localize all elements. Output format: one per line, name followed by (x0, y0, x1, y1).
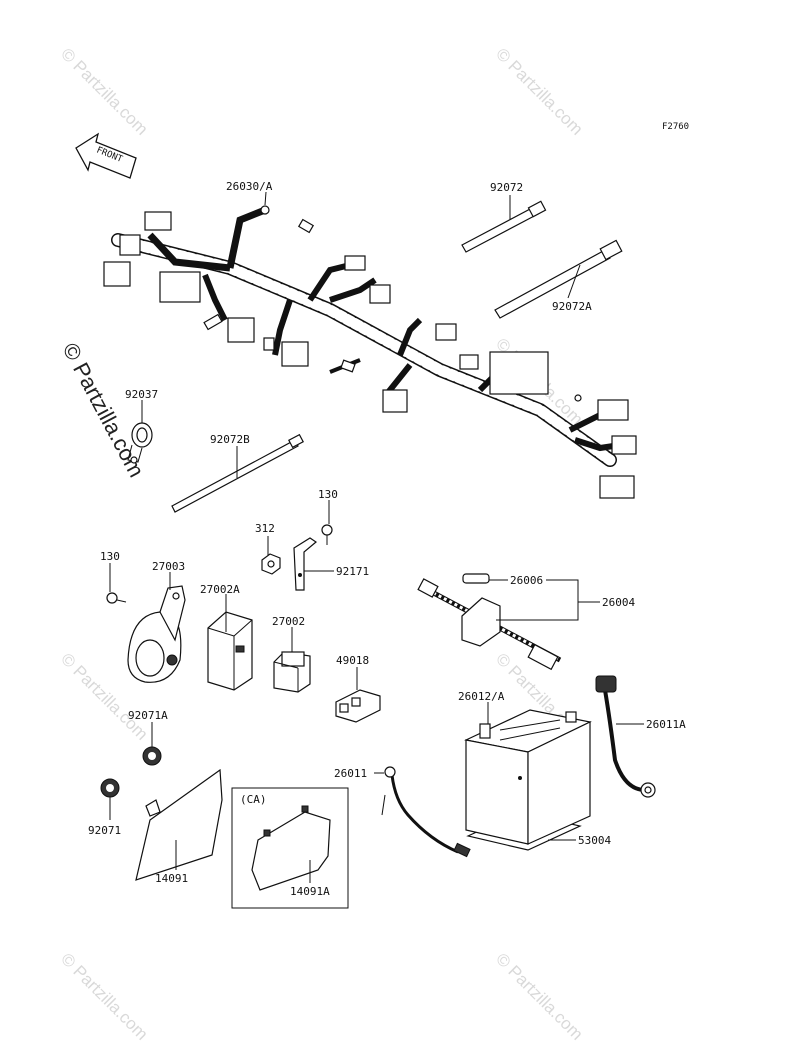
watermark-top-right: © Partzilla.com (492, 44, 586, 138)
callout-bolt-130-top: 130 (318, 488, 338, 501)
battery-cable-26011a-illustration (595, 675, 656, 798)
ca-group-label: (CA) (240, 793, 267, 806)
front-arrow-icon: FRONT (75, 132, 137, 179)
callout-cable-26011a: 26011A (646, 718, 686, 731)
callout-cover-14091: 14091 (155, 872, 188, 885)
callout-grommet-92071: 92071 (88, 824, 121, 837)
callout-cover-14091a: 14091A (290, 885, 330, 898)
fuse-holder-26004-illustration (417, 573, 562, 671)
grommet-92071a-illustration (142, 746, 162, 766)
grommet-92071-illustration (100, 778, 120, 798)
watermark-bottom-left: © Partzilla.com (57, 949, 151, 1043)
callout-clamp-92037: 92037 (125, 388, 158, 401)
battery-cable-26011-illustration (381, 766, 471, 858)
callout-fuse-holder-26004: 26004 (602, 596, 635, 609)
watermark-top-left: © Partzilla.com (57, 44, 151, 138)
clamp-92037-illustration (127, 422, 153, 464)
callout-nut-312: 312 (255, 522, 275, 535)
callout-harness: 26030/A (226, 180, 273, 193)
connector-49018-illustration (335, 689, 381, 723)
watermark-bottom-right: © Partzilla.com (492, 949, 586, 1043)
horn-27003-illustration (106, 585, 186, 683)
callout-horn-27003: 27003 (152, 560, 185, 573)
relay-27002a-illustration (207, 611, 253, 691)
bracket-assembly-illustration (261, 524, 333, 591)
callout-cable-26011: 26011 (334, 767, 367, 780)
callout-pad-53004: 53004 (578, 834, 611, 847)
callout-fuse-26006: 26006 (510, 574, 543, 587)
callout-band-92072b: 92072B (210, 433, 250, 446)
battery-26012-illustration (464, 709, 592, 851)
relay-27002-illustration (273, 651, 311, 693)
callout-connector-49018: 49018 (336, 654, 369, 667)
callout-bolt-130-left: 130 (100, 550, 120, 563)
callout-band-92072: 92072 (490, 181, 523, 194)
cover-14091-illustration (135, 768, 223, 881)
band-92072b-illustration (171, 433, 304, 513)
callout-bracket-92171: 92171 (336, 565, 369, 578)
band-92072a-illustration (494, 239, 623, 319)
callout-relay-27002: 27002 (272, 615, 305, 628)
callout-grommet-92071a: 92071A (128, 709, 168, 722)
callout-battery-26012: 26012/A (458, 690, 505, 703)
callout-relay-27002a: 27002A (200, 583, 240, 596)
band-92072-illustration (461, 200, 547, 253)
wiring-harness-illustration (103, 205, 637, 499)
figure-code: F2760 (662, 122, 689, 132)
callout-band-92072a: 92072A (552, 300, 592, 313)
